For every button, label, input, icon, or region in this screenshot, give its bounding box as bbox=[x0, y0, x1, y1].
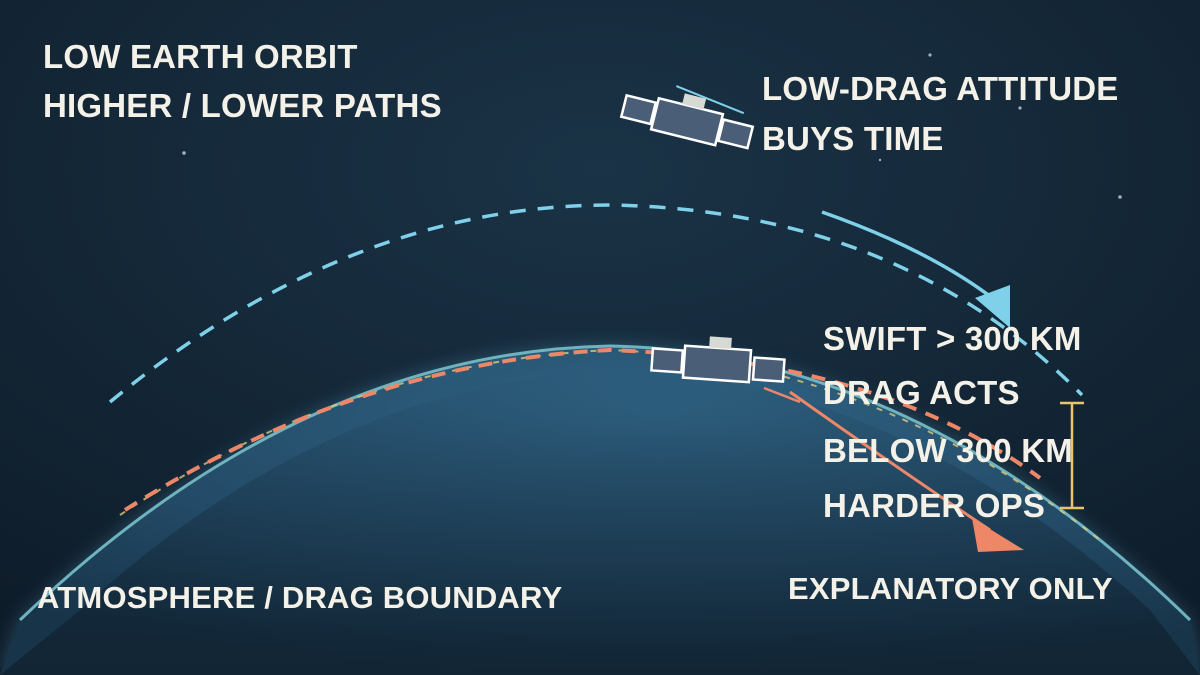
below-altitude-label: BELOW 300 KM bbox=[823, 432, 1073, 469]
satellite-icon bbox=[650, 336, 786, 384]
earth-shading bbox=[0, 370, 1200, 675]
low-orbit-decay-line bbox=[789, 390, 991, 532]
low-orbit-trail bbox=[763, 386, 801, 404]
swift-altitude-label: SWIFT > 300 KM bbox=[823, 320, 1082, 357]
low-orbit-path bbox=[123, 347, 1042, 512]
attitude-label-line-1: LOW-DRAG ATTITUDE bbox=[762, 70, 1119, 107]
star bbox=[1118, 195, 1122, 199]
heading-line-1: LOW EARTH ORBIT bbox=[43, 38, 358, 75]
star bbox=[182, 151, 186, 155]
harder-ops-label: HARDER OPS bbox=[823, 487, 1046, 524]
drag-boundary-line bbox=[18, 344, 1192, 622]
drag-acts-label: DRAG ACTS bbox=[823, 374, 1020, 411]
star bbox=[1018, 106, 1022, 110]
star bbox=[928, 53, 932, 57]
heading-line-2: HIGHER / LOWER PATHS bbox=[43, 87, 442, 124]
satellite-icon bbox=[619, 85, 755, 150]
altitude-bracket bbox=[1060, 401, 1084, 510]
stars bbox=[182, 53, 1122, 199]
disclaimer-label: EXPLANATORY ONLY bbox=[788, 571, 1113, 606]
arrow-head-icon bbox=[975, 285, 1010, 328]
high-orbit-path bbox=[108, 203, 1084, 404]
star bbox=[878, 158, 882, 162]
boundary-label: ATMOSPHERE / DRAG BOUNDARY bbox=[37, 580, 563, 615]
arrow-head-icon bbox=[972, 518, 1024, 552]
high-orbit-arrow-line bbox=[821, 210, 997, 302]
attitude-label-line-2: BUYS TIME bbox=[762, 120, 944, 157]
